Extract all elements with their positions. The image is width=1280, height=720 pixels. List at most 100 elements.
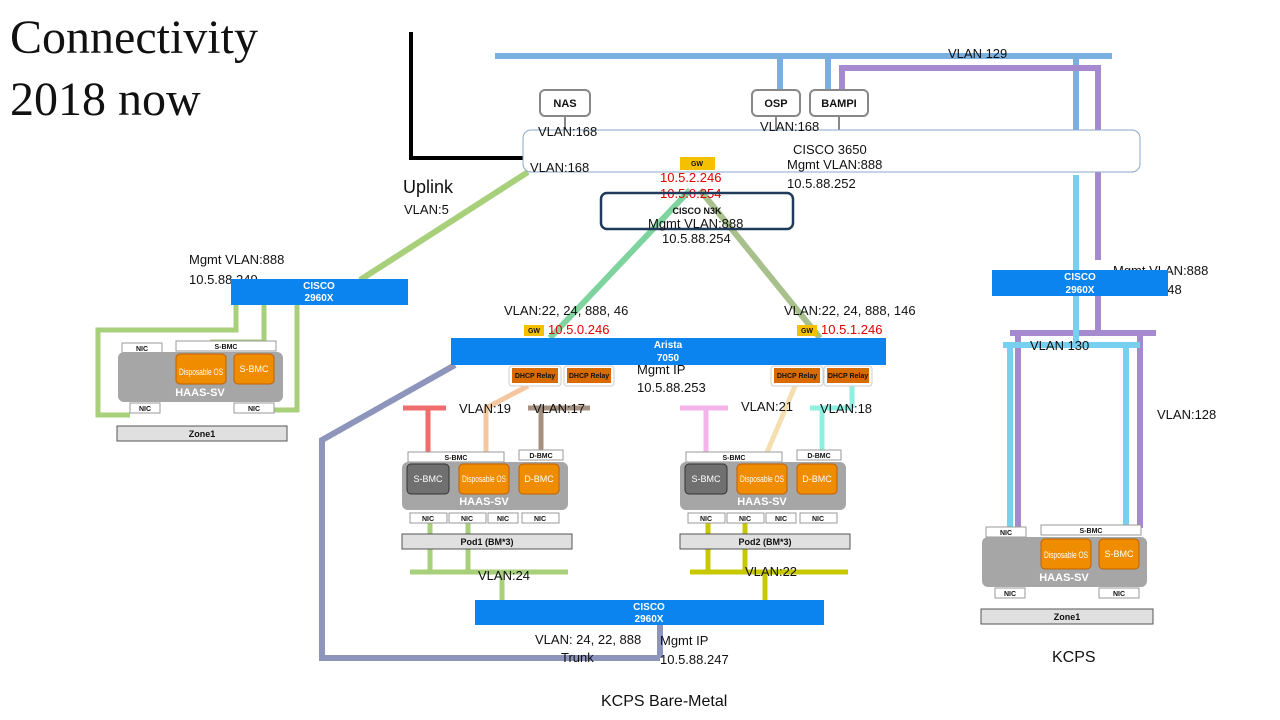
uplink-vlan-label: VLAN:5 (404, 202, 449, 217)
nic-label: NIC (136, 346, 148, 353)
dhcp-relay-1-label: DHCP Relay (515, 373, 555, 380)
connection-lines (95, 32, 1156, 661)
zone1-label: Zone1 (189, 429, 216, 439)
dhcp-relay-4: DHCP Relay (823, 365, 873, 387)
haas-label: HAAS-SV (459, 496, 509, 508)
nic-label: NIC (775, 516, 787, 523)
cisco3650-switch (522, 129, 1141, 173)
dhcp-relay-2-label: DHCP Relay (569, 373, 609, 380)
cisco3650-label: CISCO 3650 (793, 142, 867, 157)
dhcp-relay-4-label: DHCP Relay (828, 373, 868, 380)
uplink-line (409, 32, 523, 160)
sbmc-label: S-BMC (445, 455, 468, 462)
bottom-cisco-2960x (475, 600, 824, 625)
n3k-mgmt-label: Mgmt VLAN:888 (648, 216, 743, 231)
nas-label: NAS (553, 98, 576, 110)
cisco3650-vlan-label: VLAN:168 (530, 160, 589, 175)
bottom-cisco-label: CISCO (633, 602, 665, 613)
pod1-haas-server: S-BMC D-BMC S-BMC Disposable OS D-BMC HA… (401, 449, 573, 550)
left-haas-server: NIC S-BMC Disposable OS S-BMC HAAS-SV NI… (116, 340, 288, 442)
nic-label: NIC (139, 406, 151, 413)
nic-label: NIC (534, 516, 546, 523)
nic-label: NIC (248, 406, 260, 413)
kcps-bm-caption: KCPS Bare-Metal (601, 693, 727, 710)
nic-label: NIC (422, 516, 434, 523)
disposable-os-label: Disposable OS (1044, 550, 1088, 560)
pod1-label: Pod1 (BM*3) (460, 537, 513, 547)
dhcp-relay-1: DHCP Relay (508, 365, 562, 387)
nic-label: NIC (812, 516, 824, 523)
arista-vlan-right: VLAN:22, 24, 888, 146 (784, 303, 916, 318)
arista-gw-left-ip: 10.5.0.246 (548, 322, 609, 337)
nic-label: NIC (1113, 591, 1125, 598)
bottom-mgmt-label: Mgmt IP (660, 633, 708, 648)
arista-vlan-left: VLAN:22, 24, 888, 46 (504, 303, 628, 318)
vlan17-label: VLAN:17 (533, 401, 585, 416)
left-mgmt-label: Mgmt VLAN:888 (189, 252, 284, 267)
dbmc-label: D-BMC (807, 453, 830, 460)
haas-label: HAAS-SV (175, 387, 225, 399)
dhcp-relay-3-label: DHCP Relay (777, 373, 817, 380)
title-line1: Connectivity (10, 11, 258, 64)
n3k-gw-badge (680, 157, 715, 170)
n3k-ip-a: 10.5.2.246 (660, 170, 721, 185)
nic-label: NIC (1000, 530, 1012, 537)
vlan21-label: VLAN:21 (741, 399, 793, 414)
vlan128-label: VLAN:128 (1157, 407, 1216, 422)
dhcp-relay-3: DHCP Relay (770, 365, 824, 387)
sbmc-short-label: S-BMC (692, 474, 722, 484)
kcps-caption: KCPS (1052, 649, 1096, 666)
right-haas-server: NIC S-BMC Disposable OS S-BMC HAAS-SV NI… (980, 524, 1154, 625)
arista-mgmt-label: Mgmt IP (637, 362, 685, 377)
vlan130-label: VLAN 130 (1030, 338, 1089, 353)
bottom-cisco-model: 2960X (635, 614, 664, 625)
trunk-label: Trunk (561, 650, 594, 665)
uplink-label: Uplink (403, 177, 454, 197)
cisco3650-mgmt-label: Mgmt VLAN:888 (787, 157, 882, 172)
disposable-os-label: Disposable OS (740, 474, 784, 484)
nic-label: NIC (497, 516, 509, 523)
nas-vlan-label: VLAN:168 (538, 124, 597, 139)
sbmc-short-label: S-BMC (414, 474, 444, 484)
pod2-haas-server: S-BMC D-BMC S-BMC Disposable OS D-BMC HA… (679, 449, 851, 550)
dhcp-relay-2: DHCP Relay (563, 365, 615, 387)
n3k-label: CISCO N3K (672, 206, 722, 216)
vlan19-label: VLAN:19 (459, 401, 511, 416)
arista-gw-left-label: GW (528, 328, 540, 335)
n3k-switch (599, 191, 795, 231)
arista-gw-right-ip: 10.5.1.246 (821, 322, 882, 337)
dbmc-label: D-BMC (529, 453, 552, 460)
arista-gw-right-label: GW (801, 328, 813, 335)
arista-switch (451, 338, 886, 365)
dbmc-short-label: D-BMC (802, 474, 832, 484)
cisco3650-ip-label: 10.5.88.252 (787, 176, 856, 191)
vlan24-label: VLAN:24 (478, 568, 530, 583)
left-cisco-2960x (231, 279, 408, 305)
osp-label: OSP (764, 98, 787, 110)
vlan18-label: VLAN:18 (820, 401, 872, 416)
arista-gw-right-badge (797, 325, 817, 336)
arista-mgmt-ip: 10.5.88.253 (637, 380, 706, 395)
title-line2: 2018 now (10, 73, 201, 126)
disposable-os-label: Disposable OS (179, 367, 223, 377)
pod2-label: Pod2 (BM*3) (738, 537, 791, 547)
bampi-node: BAMPI (809, 89, 869, 117)
sbmc-short-label: S-BMC (1105, 549, 1135, 559)
left-cisco-model: 2960X (305, 293, 334, 304)
nas-node: NAS (539, 89, 591, 117)
arista-gw-left-badge (524, 325, 544, 336)
sbmc-label: S-BMC (723, 455, 746, 462)
osp-vlan-label: VLAN:168 (760, 119, 819, 134)
arista-label: Arista (654, 340, 683, 351)
arista-model: 7050 (657, 353, 680, 364)
vlan129-label: VLAN 129 (948, 46, 1007, 61)
n3k-ip-label: 10.5.88.254 (662, 231, 731, 246)
haas-label: HAAS-SV (1039, 572, 1089, 584)
sbmc-label: S-BMC (1080, 528, 1103, 535)
n3k-gw-label: GW (691, 161, 703, 168)
sbmc-short-label: S-BMC (240, 364, 270, 374)
trunk-line (319, 362, 660, 661)
nic-label: NIC (461, 516, 473, 523)
bottom-mgmt-ip: 10.5.88.247 (660, 652, 729, 667)
